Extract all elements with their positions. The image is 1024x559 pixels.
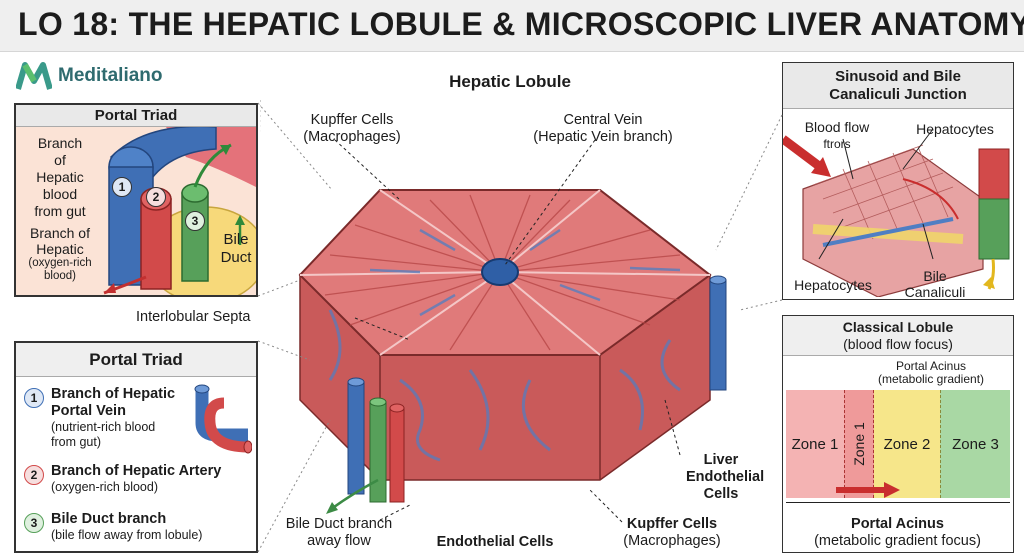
portal-triad-legend: Portal Triad 1 Branch of Hepatic Portal … — [14, 341, 258, 553]
interlobular-septa-label: Interlobular Septa — [136, 309, 251, 325]
legend-item-bile-duct: 3 Bile Duct branch (bile flow away from … — [24, 511, 202, 543]
brand: Meditaliano — [16, 60, 163, 92]
kupffer-cells-label-bottom: Kupffer Cells (Macrophages) — [623, 516, 721, 549]
portal-acinus-small-label: Portal Acinus (metabolic gradient) — [877, 359, 985, 386]
legend-heading: Portal Triad — [16, 343, 256, 377]
legend-number-3: 3 — [24, 513, 44, 533]
hepatic-lobule-illustration — [298, 189, 727, 514]
acinus-flow-arrow — [836, 482, 900, 498]
portal-triad-illustration: Portal Triad 1 2 3 Branch of Hepatic blo… — [14, 103, 258, 297]
legend-number-1: 1 — [24, 388, 44, 408]
bile-canaliculi-label: Bile Canaliculi — [904, 268, 966, 300]
liver-endothelial-label: Liver Endothelial Cells — [686, 452, 765, 502]
bile-number-badge: 3 — [185, 211, 205, 231]
vein-number-badge: 1 — [112, 177, 132, 197]
zone-1-narrow-cell: Zone 1 — [844, 390, 874, 498]
kupffer-cells-label-top: Kupffer Cells (Macrophages) — [303, 112, 401, 145]
portal-acinus-footer: Portal Acinus (metabolic gradient focus) — [814, 516, 981, 549]
zone-1-cell: Zone 1 — [786, 390, 844, 498]
mini-vessel-icon — [194, 384, 252, 454]
legend-item-portal-vein: 1 Branch of Hepatic Portal Vein (nutrien… — [24, 386, 175, 450]
blood-flow-label: Blood flow ftrors — [804, 119, 870, 151]
brand-name: Meditaliano — [58, 65, 163, 86]
classical-lobule-heading: Classical Lobule (blood flow focus) — [783, 316, 1013, 356]
center-callout-lines — [260, 100, 681, 523]
bile-duct-flow-label: Bile Duct branch away flow — [285, 516, 393, 549]
artery-number-badge: 2 — [146, 187, 166, 207]
zone-3-cell: Zone 3 — [940, 390, 1010, 498]
sinusoid-heading: Sinusoid and Bile Canaliculi Junction — [783, 63, 1013, 109]
sinusoid-illustration — [783, 109, 1012, 297]
brand-logo-icon — [16, 62, 52, 90]
endothelial-cells-label: Endothelial Cells — [436, 534, 554, 550]
acinus-baseline — [786, 502, 1010, 503]
artery-label: Branch of Hepatic (oxygen-rich blood) — [28, 225, 92, 282]
legend-item-hepatic-artery: 2 Branch of Hepatic Artery (oxygen-rich … — [24, 463, 221, 495]
lobule-heading: Hepatic Lobule — [449, 72, 571, 91]
bile-duct-label: Bile Duct — [220, 231, 252, 266]
title-bar: LO 18: THE HEPATIC LOBULE & MICROSCOPIC … — [0, 0, 1024, 52]
hepatocytes-top-label: Hepatocytes — [916, 121, 994, 137]
legend-number-2: 2 — [24, 465, 44, 485]
vein-label: Branch of Hepatic blood from gut — [34, 135, 86, 219]
hepatocytes-bottom-label: Hepatocytes — [794, 277, 872, 293]
sinusoid-panel: Sinusoid and Bile Canaliculi Junction Bl… — [782, 62, 1014, 300]
central-vein-label: Central Vein (Hepatic Vein branch) — [533, 112, 673, 145]
page-title: LO 18: THE HEPATIC LOBULE & MICROSCOPIC … — [18, 6, 1024, 42]
portal-triad-heading: Portal Triad — [16, 105, 256, 127]
zone-2-cell: Zone 2 — [874, 390, 940, 498]
